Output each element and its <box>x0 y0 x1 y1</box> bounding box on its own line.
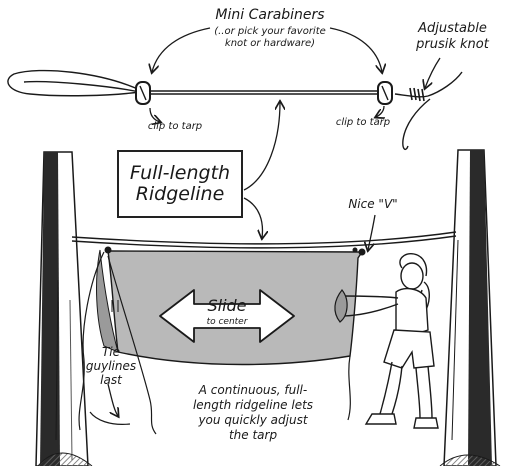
carabiner-right <box>377 81 393 105</box>
clip-to-tarp-left: clip to tarp <box>147 121 203 132</box>
prusik-label-line1: Adjustable <box>418 21 487 36</box>
ridgeline-title-line2: Ridgeline <box>135 183 225 205</box>
carabiner-left <box>135 81 151 105</box>
carabiners-subtitle-line2: knot or hardware) <box>224 38 316 49</box>
caption-line4: the tarp <box>228 428 278 442</box>
clip-to-tarp-right: clip to tarp <box>335 117 391 128</box>
annotation-arrows <box>107 27 441 416</box>
person-adjusting-tarp <box>339 253 439 429</box>
ridgeline <box>71 231 457 249</box>
carabiners-subtitle-line1: (..or pick your favorite <box>214 26 326 37</box>
tarp-corner-gathered <box>334 289 348 323</box>
guylines <box>78 251 351 435</box>
nice-v-label: Nice "V" <box>348 197 398 211</box>
tie-guylines-line3: last <box>100 373 122 387</box>
top-rope <box>7 69 463 151</box>
ridgeline-title-box: Full-length Ridgeline <box>117 150 243 218</box>
carabiners-title: Mini Carabiners <box>215 7 325 23</box>
caption-line1: A continuous, full- <box>198 383 308 397</box>
tree-right <box>439 149 501 466</box>
slide-label: Slide <box>207 296 247 315</box>
caption-line3: you quickly adjust <box>198 413 308 427</box>
prusik-label-line2: prusik knot <box>416 37 489 52</box>
slide-sublabel: to center <box>206 317 248 327</box>
slide-arrow <box>159 289 295 343</box>
tie-guylines-line2: guylines <box>85 359 137 373</box>
prusik-knot <box>409 87 425 102</box>
tree-left <box>35 151 93 466</box>
ridgeline-title-line1: Full-length <box>129 162 231 185</box>
tie-guylines-line1: Tie <box>101 345 121 359</box>
caption-line2: length ridgeline lets <box>192 398 314 412</box>
